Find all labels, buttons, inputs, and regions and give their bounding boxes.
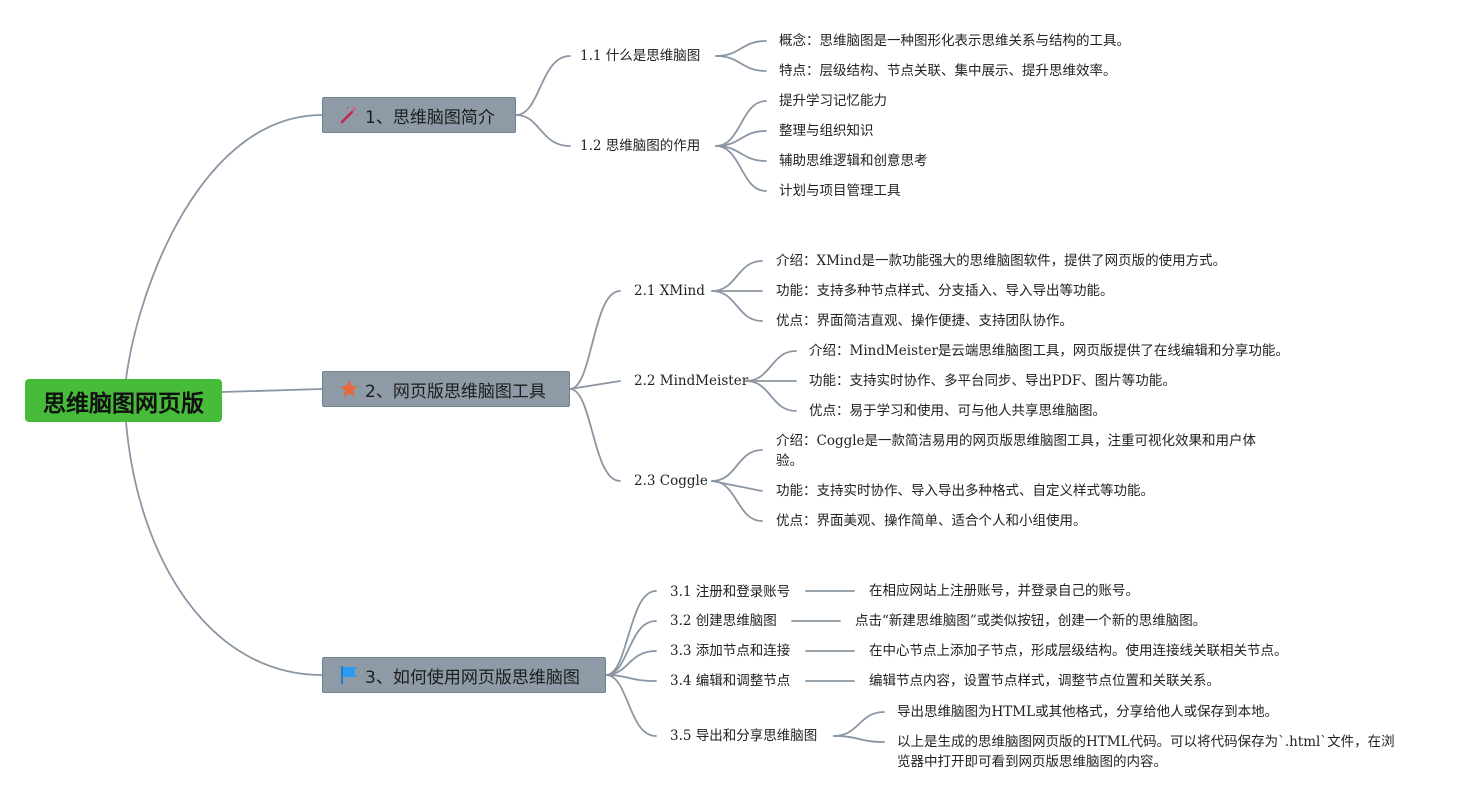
leaf-2-1-3[interactable]: 优点：界面简洁直观、操作便捷、支持团队协作。 — [776, 313, 1073, 329]
link-topic3-sub35 — [605, 674, 657, 737]
leaf-1-1-2[interactable]: 特点：层级结构、节点关联、集中展示、提升思维效率。 — [779, 63, 1117, 79]
leaf-3-1-1[interactable]: 在相应网站上注册账号，并登录自己的账号。 — [869, 583, 1139, 599]
flag-icon — [339, 665, 359, 685]
subtopic-1-2[interactable]: 1.2 思维脑图的作用 — [580, 138, 701, 154]
link-root-topic1 — [125, 114, 323, 380]
topic-3-label: 3、如何使用网页版思维脑图 — [365, 667, 580, 688]
topic-1-node[interactable]: 1、思维脑图简介 — [322, 97, 516, 133]
subtopic-3-4[interactable]: 3.4 编辑和调整节点 — [670, 673, 791, 689]
leaf-3-2-1[interactable]: 点击“新建思维脑图”或类似按钮，创建一个新的思维脑图。 — [855, 613, 1207, 629]
leaf-1-2-1[interactable]: 提升学习记忆能力 — [779, 93, 887, 109]
topic-2-node[interactable]: 2、网页版思维脑图工具 — [322, 371, 570, 407]
leaf-3-4-1[interactable]: 编辑节点内容，设置节点样式，调整节点位置和关联关系。 — [869, 673, 1220, 689]
link-topic1-sub11 — [515, 55, 571, 116]
subtopic-1-1[interactable]: 1.1 什么是思维脑图 — [580, 48, 701, 64]
leaf-3-5-1[interactable]: 导出思维脑图为HTML或其他格式，分享给他人或保存到本地。 — [897, 704, 1279, 720]
leaf-1-2-4[interactable]: 计划与项目管理工具 — [779, 183, 901, 199]
leaf-2-3-1[interactable]: 介绍：Coggle是一款简洁易用的网页版思维脑图工具，注重可视化效果和用户体验。 — [776, 433, 1257, 469]
subtopic-3-3[interactable]: 3.3 添加节点和连接 — [670, 643, 791, 659]
topic-1-label: 1、思维脑图简介 — [365, 107, 495, 128]
link-topic3-sub32 — [605, 620, 657, 676]
leaf-3-5-2[interactable]: 以上是生成的思维脑图网页版的HTML代码。可以将代码保存为`.html`文件，在… — [897, 734, 1395, 770]
subtopic-2-2[interactable]: 2.2 MindMeister — [634, 373, 749, 389]
link-sub23-leaf3 — [711, 480, 763, 522]
link-topic2-sub23 — [569, 388, 621, 482]
leaf-2-2-3[interactable]: 优点：易于学习和使用、可与他人共享思维脑图。 — [809, 403, 1106, 419]
leaf-2-2-2[interactable]: 功能：支持实时协作、多平台同步、导出PDF、图片等功能。 — [809, 373, 1176, 389]
topic-3-node[interactable]: 3、如何使用网页版思维脑图 — [322, 657, 606, 693]
root-label: 思维脑图网页版 — [43, 390, 204, 417]
link-sub35-leaf1 — [833, 711, 885, 737]
link-sub11-leaf1 — [715, 40, 767, 57]
leaf-1-2-2[interactable]: 整理与组织知识 — [779, 123, 874, 139]
link-root-topic2 — [221, 388, 323, 393]
leaf-1-2-3[interactable]: 辅助思维逻辑和创意思考 — [779, 153, 928, 169]
leaf-2-2-1[interactable]: 介绍：MindMeister是云端思维脑图工具，网页版提供了在线编辑和分享功能。 — [809, 343, 1289, 359]
link-sub11-leaf2 — [715, 55, 767, 72]
leaf-2-1-1[interactable]: 介绍：XMind是一款功能强大的思维脑图软件，提供了网页版的使用方式。 — [776, 253, 1227, 269]
subtopic-2-1[interactable]: 2.1 XMind — [634, 283, 705, 299]
link-topic2-sub21 — [569, 290, 621, 390]
leaf-3-3-1[interactable]: 在中心节点上添加子节点，形成层级结构。使用连接线关联相关节点。 — [869, 643, 1288, 659]
subtopic-3-5[interactable]: 3.5 导出和分享思维脑图 — [670, 728, 818, 744]
link-topic3-sub31 — [605, 590, 657, 676]
link-sub12-leaf4 — [715, 145, 767, 192]
link-root-topic3 — [125, 421, 323, 676]
subtopic-2-3[interactable]: 2.3 Coggle — [634, 473, 708, 489]
root-node[interactable]: 思维脑图网页版 — [25, 379, 222, 422]
link-topic2-sub22 — [569, 380, 621, 390]
leaf-2-3-3[interactable]: 优点：界面美观、操作简单、适合个人和小组使用。 — [776, 513, 1087, 529]
link-sub22-leaf3 — [745, 380, 797, 412]
link-topic1-sub12 — [515, 114, 571, 147]
link-sub21-leaf3 — [711, 290, 763, 322]
subtopic-3-2[interactable]: 3.2 创建思维脑图 — [670, 613, 777, 629]
subtopic-3-1[interactable]: 3.1 注册和登录账号 — [670, 584, 791, 600]
magic-wand-icon — [339, 105, 359, 125]
link-sub21-leaf1 — [711, 260, 763, 292]
star-icon — [339, 379, 359, 399]
leaf-1-1-1[interactable]: 概念：思维脑图是一种图形化表示思维关系与结构的工具。 — [779, 33, 1130, 49]
topic-2-label: 2、网页版思维脑图工具 — [365, 381, 546, 402]
leaf-2-3-2[interactable]: 功能：支持实时协作、导入导出多种格式、自定义样式等功能。 — [776, 483, 1154, 499]
leaf-2-1-2[interactable]: 功能：支持多种节点样式、分支插入、导入导出等功能。 — [776, 283, 1114, 299]
link-sub35-leaf2 — [833, 735, 885, 743]
link-sub23-leaf1 — [711, 449, 763, 482]
link-sub22-leaf1 — [745, 350, 797, 382]
